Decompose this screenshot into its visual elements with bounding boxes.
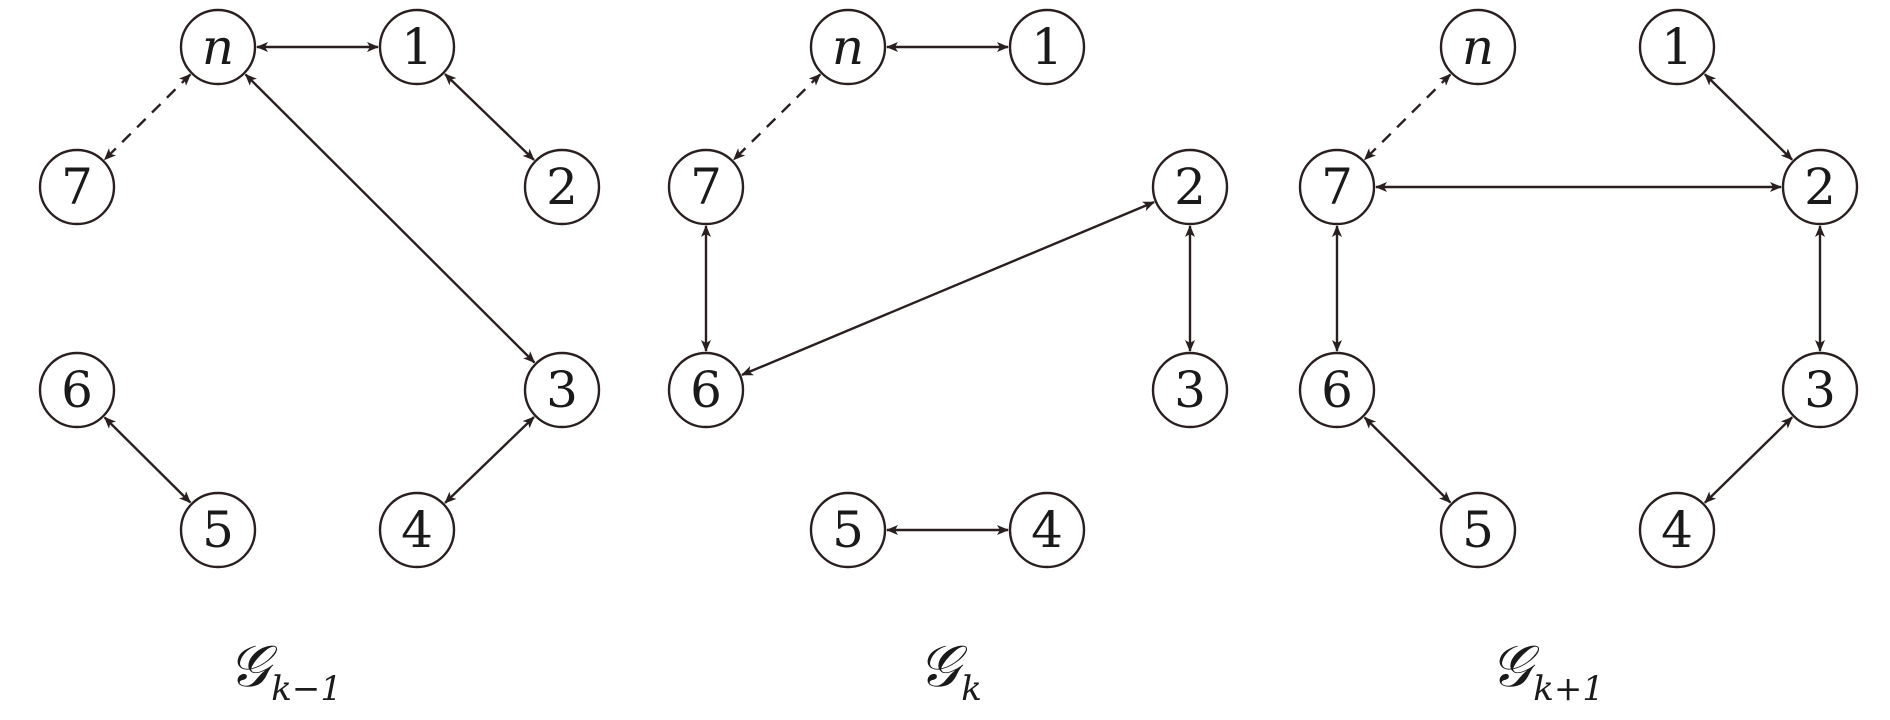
node-circle [378,491,456,569]
node-1: 1 [378,8,456,86]
node-label: 7 [690,158,722,216]
edge-6-2 [741,200,1155,377]
node-label: 4 [1661,501,1693,559]
node-5: 5 [179,491,257,569]
caption-subscript: k+1 [1533,669,1604,709]
node-5: 5 [1439,491,1517,569]
graph-caption: 𝒢k [918,632,982,709]
node-circle [1151,351,1229,429]
node-circle [1008,8,1086,86]
node-label: 2 [1804,158,1836,216]
node-2: 2 [523,148,601,226]
node-4: 4 [1638,491,1716,569]
node-label: 5 [1462,501,1494,559]
edge-n-3 [244,73,536,364]
node-circle [667,351,745,429]
node-label: 7 [61,158,93,216]
node-3: 3 [523,351,601,429]
node-circle [1781,351,1859,429]
node-n: n [1439,8,1517,86]
node-label: 3 [1804,361,1836,419]
node-label: 3 [1174,361,1206,419]
edge-3-4 [1704,416,1793,504]
node-circle [667,148,745,226]
node-circle [1638,491,1716,569]
edge-n-7 [103,73,192,161]
node-circle [1151,148,1229,226]
edge-1-2 [1704,73,1793,161]
node-circle [1298,351,1376,429]
node-circle [809,491,887,569]
node-circle [1439,8,1517,86]
node-label: 1 [401,18,433,76]
edge-n-7 [1363,73,1452,161]
node-4: 4 [1008,491,1086,569]
node-2: 2 [1781,148,1859,226]
node-label: 6 [690,361,722,419]
node-circle [523,148,601,226]
node-circle [809,8,887,86]
node-6: 6 [667,351,745,429]
node-label: 2 [546,158,578,216]
graph-panel-prev: n 1 2 3 4 5 6 7𝒢k−1 [38,8,601,709]
node-circle [38,351,116,429]
graph-panel-curr: n 1 2 3 4 5 6 7𝒢k [667,8,1229,709]
node-n: n [179,8,257,86]
node-1: 1 [1638,8,1716,86]
node-3: 3 [1781,351,1859,429]
edge-6-5 [103,416,192,504]
node-label: n [832,18,864,76]
node-label: 2 [1174,158,1206,216]
node-label: n [1462,18,1494,76]
node-5: 5 [809,491,887,569]
node-circle [523,351,601,429]
node-2: 2 [1151,148,1229,226]
node-label: 5 [202,501,234,559]
node-label: n [202,18,234,76]
node-7: 7 [1298,148,1376,226]
node-label: 1 [1661,18,1693,76]
node-circle [1781,148,1859,226]
node-circle [38,148,116,226]
node-7: 7 [667,148,745,226]
edge-3-4 [444,416,535,504]
caption-subscript: k [961,669,982,709]
node-n: n [809,8,887,86]
node-circle [1439,491,1517,569]
node-circle [1638,8,1716,86]
node-circle [1008,491,1086,569]
node-label: 1 [1031,18,1063,76]
node-circle [179,8,257,86]
graph-panel-next: n 1 2 3 4 5 6 7𝒢k+1 [1298,8,1859,709]
node-label: 4 [401,501,433,559]
node-circle [1298,148,1376,226]
node-label: 7 [1321,158,1353,216]
graph-caption: 𝒢k−1 [228,632,342,709]
node-6: 6 [1298,351,1376,429]
edge-6-5 [1363,416,1452,504]
node-label: 6 [61,361,93,419]
node-label: 3 [546,361,578,419]
node-label: 5 [832,501,864,559]
edge-1-2 [444,73,535,161]
caption-subscript: k−1 [271,669,342,709]
node-1: 1 [1008,8,1086,86]
node-4: 4 [378,491,456,569]
node-3: 3 [1151,351,1229,429]
node-label: 6 [1321,361,1353,419]
node-7: 7 [38,148,116,226]
node-6: 6 [38,351,116,429]
node-circle [378,8,456,86]
node-circle [179,491,257,569]
node-label: 4 [1031,501,1063,559]
edge-n-7 [732,73,822,161]
graph-caption: 𝒢k+1 [1490,632,1604,709]
